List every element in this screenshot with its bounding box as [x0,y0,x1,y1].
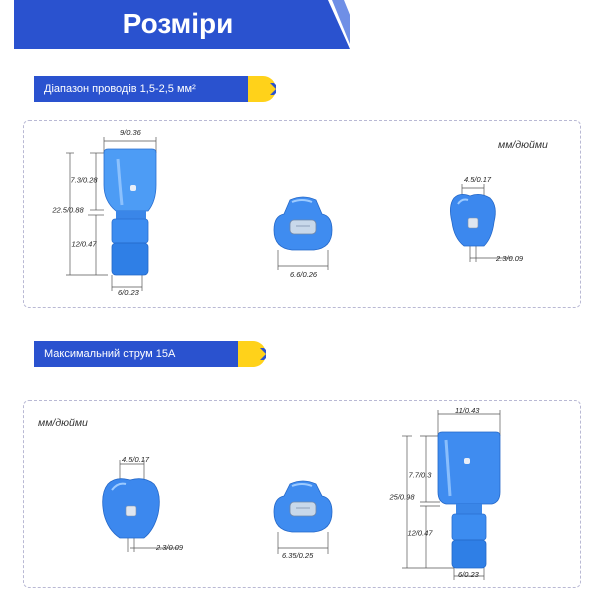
male-connector-part [66,137,157,291]
page-title: Розміри [122,8,234,39]
dim-height-top: 7.3/0.28 [70,175,98,185]
dim-height-top: 7.7/0.3 [408,470,432,480]
dim-total-length: 25/0.98 [389,492,415,502]
dim-width: 6.35/0.25 [282,551,314,560]
chevron-arrows-icon [260,348,266,360]
section-ribbon-1: Діапазон проводів 1,5-2,5 мм² [34,76,276,102]
female-connector-front-part [273,480,333,554]
connector-end-view-part [102,460,178,552]
dim-height-bottom: 12/0.47 [407,528,433,538]
dim-side: 2.3/0.09 [496,254,524,263]
header-banner: Розміри [14,0,350,49]
dim-total-length: 22.5/0.88 [52,205,84,215]
female-connector-part [402,410,501,580]
dim-top: 4.5/0.17 [122,455,150,464]
dim-width-top: 9/0.36 [120,128,141,137]
dim-side: 2.3/0.09 [156,543,184,552]
dim-width-top: 11/0.43 [455,406,480,415]
ribbon-label: Діапазон проводів 1,5-2,5 мм² [44,83,196,95]
units-label: мм/дюйми [38,417,88,429]
banner-shape [14,0,350,49]
dim-width: 6.6/0.26 [290,270,318,279]
dim-width-bottom: 6/0.23 [118,288,139,297]
female-connector-front-part [273,196,333,270]
ribbon-label: Максимальний струм 15А [44,348,176,360]
dim-height-bottom: 12/0.47 [71,239,97,249]
dim-width-bottom: 6/0.23 [458,570,479,579]
dim-top: 4.5/0.17 [464,175,492,184]
section-ribbon-2: Максимальний струм 15А [34,341,266,367]
connector-end-view-part [450,184,512,262]
units-label: мм/дюйми [498,139,548,151]
chevron-arrows-icon [270,83,276,95]
